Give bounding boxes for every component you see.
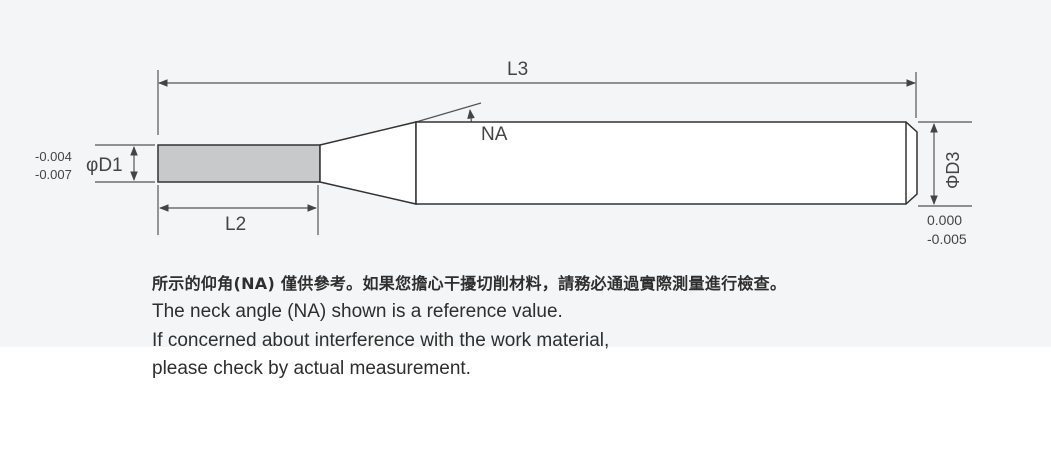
l3-label: L3 — [507, 59, 528, 80]
d3-tolerance-upper: 0.000 — [927, 212, 962, 228]
d1-tolerance-lower: -0.007 — [35, 167, 72, 182]
na-label: NA — [481, 124, 508, 145]
note-line-1: The neck angle (NA) shown is a reference… — [152, 301, 563, 322]
neck-section — [157, 144, 321, 183]
d3-tolerance-lower: -0.005 — [927, 231, 967, 247]
note-chinese: 所示的仰角(NA) 僅供參考。如果您擔心干擾切削材料，請務必通過實際測量進行檢查… — [152, 274, 787, 293]
d1-label: φD1 — [86, 155, 123, 176]
taper-section — [319, 121, 417, 205]
l2-label: L2 — [225, 214, 246, 235]
na-reference-line — [415, 102, 482, 123]
d3-label: ΦD3 — [943, 152, 963, 189]
note-line-3: please check by actual measurement. — [152, 358, 471, 379]
d1-tolerance-upper: -0.004 — [35, 149, 72, 164]
reference-notes: 所示的仰角(NA) 僅供參考。如果您擔心干擾切削材料，請務必通過實際測量進行檢查… — [152, 270, 786, 384]
note-line-2: If concerned about interference with the… — [152, 329, 610, 351]
